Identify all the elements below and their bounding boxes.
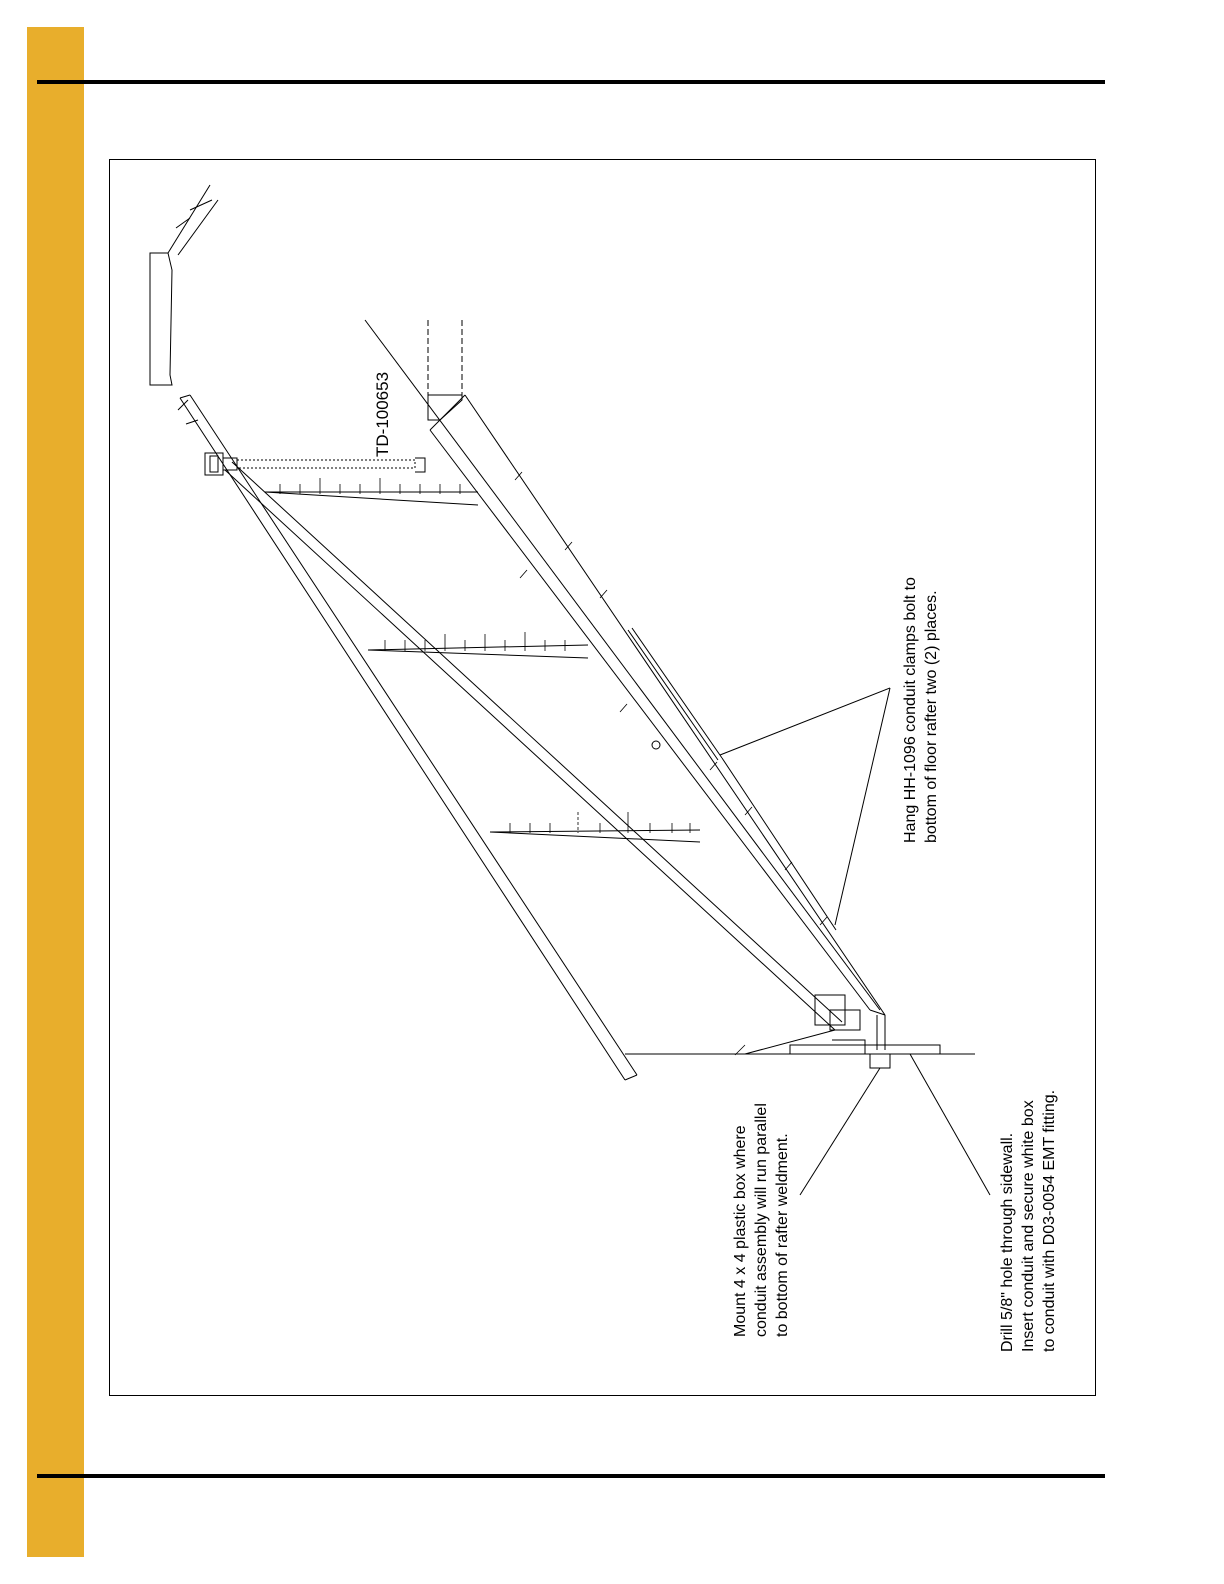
note-drill: Drill 5/8" hole through sidewall. Insert… bbox=[997, 1090, 1060, 1352]
note-drill-line-3: to conduit with D03-0054 EMT fitting. bbox=[1039, 1090, 1060, 1352]
floor-rafter bbox=[225, 395, 885, 1050]
center-column bbox=[428, 320, 462, 420]
note-clamps-line-1: Hang HH-1096 conduit clamps bolt to bbox=[900, 577, 921, 843]
note-box-line-1: Mount 4 x 4 plastic box where bbox=[730, 1103, 751, 1337]
guide-line bbox=[365, 320, 880, 1010]
note-clamps-line-2: bottom of floor rafter two (2) places. bbox=[921, 577, 942, 843]
braces bbox=[265, 492, 700, 842]
part-label: TD-100653 bbox=[372, 372, 393, 457]
brace-ticks bbox=[280, 478, 690, 833]
note-drill-line-2: Insert conduit and secure white box bbox=[1018, 1090, 1039, 1352]
roof-fragment bbox=[150, 185, 218, 385]
note-clamps: Hang HH-1096 conduit clamps bolt to bott… bbox=[900, 577, 942, 843]
rafter-ticks bbox=[515, 472, 827, 1055]
clamp-bolt bbox=[652, 741, 660, 749]
note-drill-line-1: Drill 5/8" hole through sidewall. bbox=[997, 1090, 1018, 1352]
sidewall-base bbox=[625, 995, 975, 1068]
note-box: Mount 4 x 4 plastic box where conduit as… bbox=[730, 1103, 793, 1337]
roof-rafter bbox=[178, 395, 637, 1080]
note-box-line-3: to bottom of rafter weldment. bbox=[772, 1103, 793, 1337]
part-label-text: TD-100653 bbox=[372, 372, 393, 457]
note-box-line-2: conduit assembly will run parallel bbox=[751, 1103, 772, 1337]
